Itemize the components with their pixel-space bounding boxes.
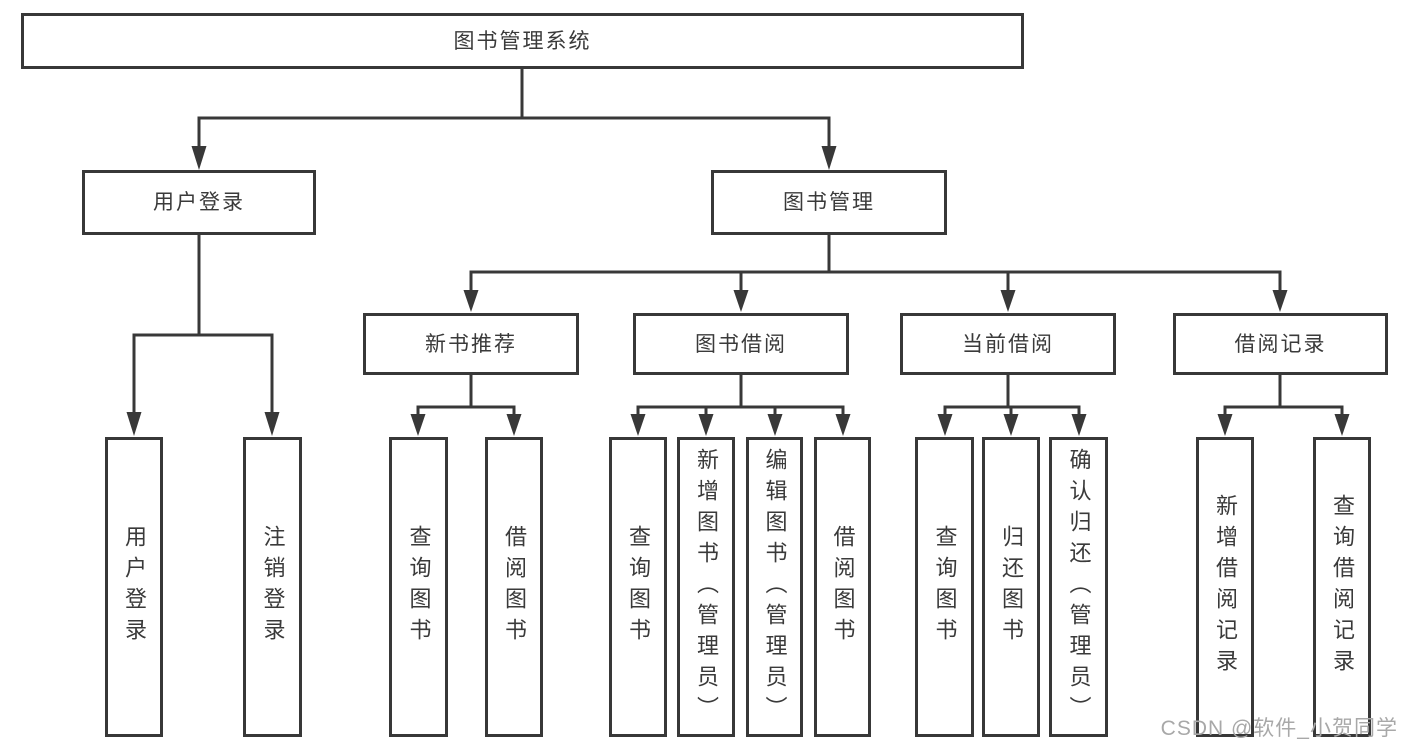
leaf-current-return-books-label: 归还图书 [999,525,1024,649]
node-new-book-recommend: 新书推荐 [363,313,579,375]
node-book-management: 图书管理 [711,170,947,235]
leaf-borrow-query-books-label: 查询图书 [626,525,651,649]
node-user-login-label: 用户登录 [153,191,245,214]
connector-records-to-leaves [1217,373,1350,436]
node-book-borrow: 图书借阅 [633,313,849,375]
node-current-borrow-label: 当前借阅 [962,332,1054,356]
connector-newbook-to-leaves [410,373,522,436]
leaf-records-query-record-label: 查询借阅记录 [1330,494,1355,680]
node-library-system: 图书管理系统 [21,13,1024,69]
leaf-current-return-books: 归还图书 [982,437,1040,737]
leaf-logout-label: 注销登录 [260,525,286,649]
leaf-current-query-books: 查询图书 [915,437,974,737]
node-new-book-recommend-label: 新书推荐 [425,332,517,356]
leaf-borrow-query-books: 查询图书 [609,437,667,737]
leaf-borrow-edit-books-admin-label: 编辑图书（管理员） [762,447,788,727]
node-user-login: 用户登录 [82,170,316,235]
leaf-borrow-borrow-books-label: 借阅图书 [830,525,856,649]
leaf-borrow-edit-books-admin: 编辑图书（管理员） [746,437,803,737]
leaf-user-login: 用户登录 [105,437,163,737]
node-borrow-records-label: 借阅记录 [1234,332,1327,356]
leaf-current-confirm-return-admin: 确认归还（管理员） [1049,437,1108,737]
connector-user-to-leaves [126,233,280,436]
leaf-records-add-record: 新增借阅记录 [1196,437,1254,737]
connector-root-to-level2 [191,69,837,170]
connector-book-to-level3 [463,233,1288,312]
node-current-borrow: 当前借阅 [900,313,1116,375]
node-borrow-records: 借阅记录 [1173,313,1388,375]
connector-borrow-to-leaves [630,373,851,436]
leaf-borrow-add-books-admin-label: 新增图书（管理员） [694,447,719,727]
leaf-user-login-label: 用户登录 [122,525,147,649]
connector-current-to-leaves [937,373,1087,436]
leaf-current-query-books-label: 查询图书 [932,525,958,649]
node-library-system-label: 图书管理系统 [453,29,592,53]
leaf-borrow-borrow-books: 借阅图书 [814,437,871,737]
leaf-records-query-record: 查询借阅记录 [1313,437,1371,737]
leaf-logout: 注销登录 [243,437,302,737]
leaf-records-add-record-label: 新增借阅记录 [1213,494,1238,680]
leaf-newbook-borrow-books-label: 借阅图书 [502,525,527,649]
leaf-borrow-add-books-admin: 新增图书（管理员） [677,437,735,737]
node-book-management-label: 图书管理 [783,191,875,214]
node-book-borrow-label: 图书借阅 [695,332,787,356]
leaf-newbook-query-books: 查询图书 [389,437,448,737]
leaf-current-confirm-return-admin-label: 确认归还（管理员） [1066,447,1092,727]
leaf-newbook-borrow-books: 借阅图书 [485,437,543,737]
leaf-newbook-query-books-label: 查询图书 [406,525,432,649]
